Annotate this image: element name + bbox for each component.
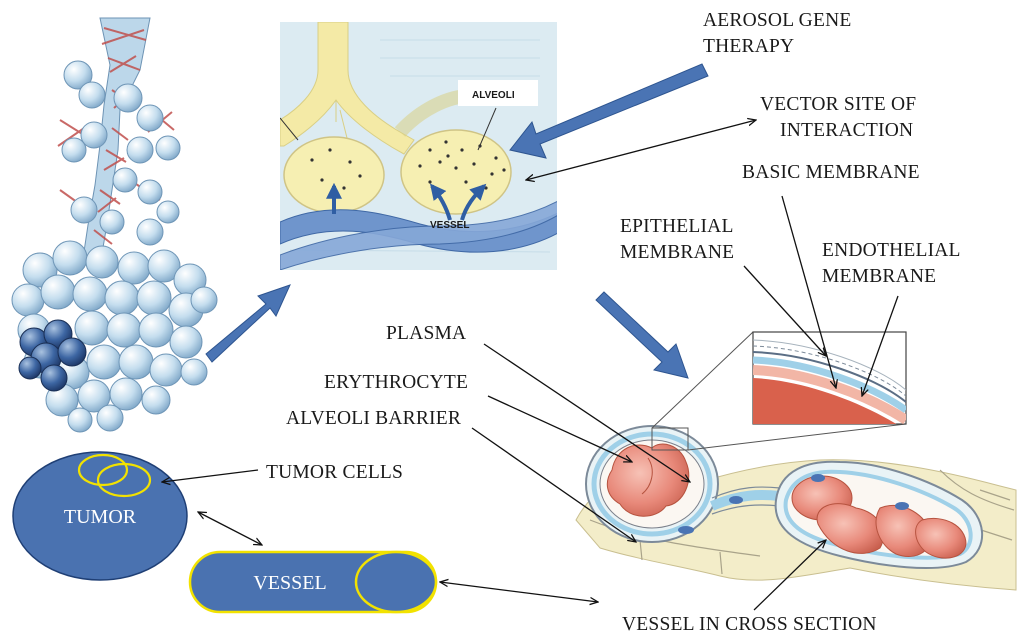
endothelial-membrane-label-line2: MEMBRANE (822, 266, 936, 287)
arrow-to-inset (205, 284, 291, 363)
vector-site-pointer (526, 120, 756, 180)
endothelial-membrane-label-line1: ENDOTHELIAL (822, 240, 961, 261)
tumor-nodule (18, 319, 87, 392)
inset-vessel-label: VESSEL (430, 220, 469, 231)
arrow-to-cross-section (595, 291, 689, 379)
tumor-cells-pointer (162, 469, 259, 482)
aerosol-gene-therapy-label-line1: AEROSOL GENE (703, 10, 851, 31)
alveolus-bunch (61, 60, 181, 246)
erythrocyte-label: ERYTHROCYTE (324, 372, 468, 393)
endothelial-membrane-pointer (862, 295, 899, 396)
pointer-lines (162, 120, 899, 611)
tumor-cell-2 (96, 462, 152, 498)
cross-section-pointer-right (753, 540, 826, 611)
tumor-cells-label: TUMOR CELLS (266, 462, 403, 483)
vessel-opening (354, 550, 438, 614)
tumor-vessel-pointer (198, 512, 262, 545)
membrane-zoom-box (651, 331, 907, 451)
labels: AEROSOL GENE THERAPY VECTOR SITE OF INTE… (266, 10, 961, 635)
vessel-cross-section-pointer (440, 582, 598, 602)
epithelial-membrane-label-line2: MEMBRANE (620, 242, 734, 263)
tumor-shape: TUMOR (12, 451, 188, 581)
aerosol-gene-therapy-label-line2: THERAPY (703, 36, 794, 57)
plasma-label: PLASMA (386, 323, 466, 344)
vector-site-label-line2: INTERACTION (780, 120, 913, 141)
alveoli-barrier-pointer (471, 427, 636, 542)
vessel-shape: VESSEL (188, 550, 438, 614)
alveoli-barrier-label: ALVEOLI BARRIER (286, 408, 461, 429)
tumor-cell-1 (77, 453, 129, 487)
vessel-cross-section (575, 425, 1017, 591)
tumor-label: TUMOR (64, 506, 137, 528)
inset-alveoli-label: ALVEOLI (472, 90, 515, 101)
alveoli-vessel-inset: ALVEOLI VESSEL (280, 22, 557, 270)
plasma-pointer (483, 343, 690, 482)
vessel-label: VESSEL (253, 572, 326, 594)
epithelial-membrane-label-line1: EPITHELIAL (620, 216, 734, 237)
erythrocyte-pointer (487, 395, 632, 462)
basic-membrane-label: BASIC MEMBRANE (742, 162, 920, 183)
vessel-cross-section-label: VESSEL IN CROSS SECTION (622, 614, 877, 635)
epithelial-membrane-pointer (743, 265, 826, 356)
lung-alveoli-illustration (11, 17, 218, 433)
vector-site-label-line1: VECTOR SITE OF (760, 94, 916, 115)
